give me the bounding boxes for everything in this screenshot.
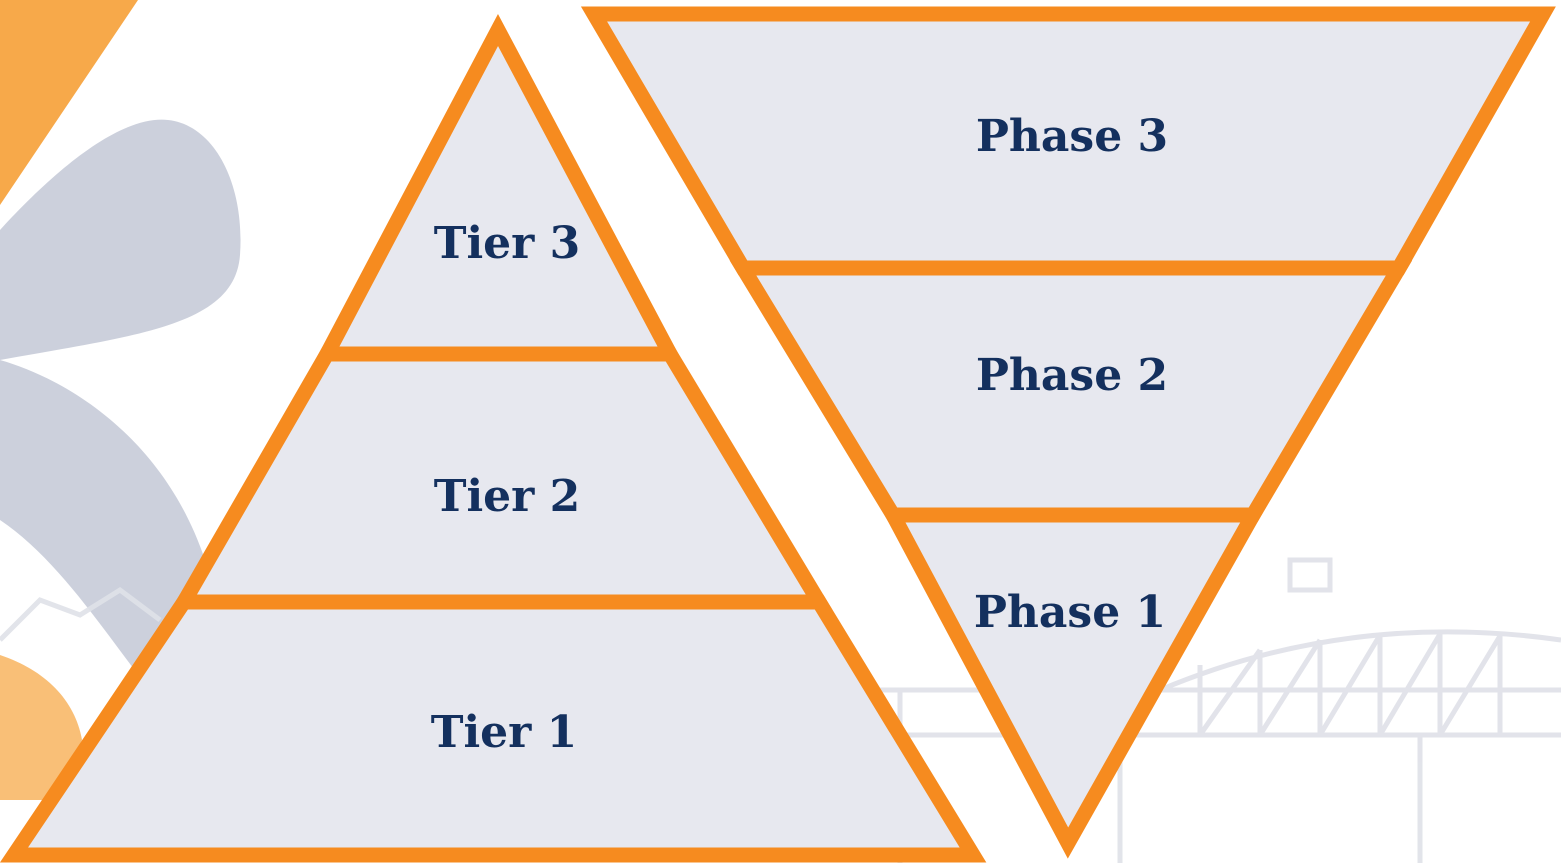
slate-blob-upper [0,119,241,360]
phase-2-label: Phase 2 [976,350,1168,401]
orange-corner-shape [0,0,138,205]
tier-1-segment [0,594,987,863]
phase-3-label: Phase 3 [976,111,1168,162]
phase-1-label: Phase 1 [974,587,1166,638]
tier-3-segment [314,13,683,362]
faded-bridge-silhouette [0,557,1561,863]
pyramid: Tier 3 Tier 2 Tier 1 [0,13,987,863]
tier-3-label: Tier 3 [434,218,581,269]
slate-blob-lower [0,360,205,690]
tier-2-label: Tier 2 [434,471,581,522]
phase-1-segment [880,507,1266,859]
tier-1-label: Tier 1 [431,707,578,758]
orange-blob-lower [0,655,82,800]
funnel: Phase 3 Phase 2 Phase 1 [580,6,1556,859]
